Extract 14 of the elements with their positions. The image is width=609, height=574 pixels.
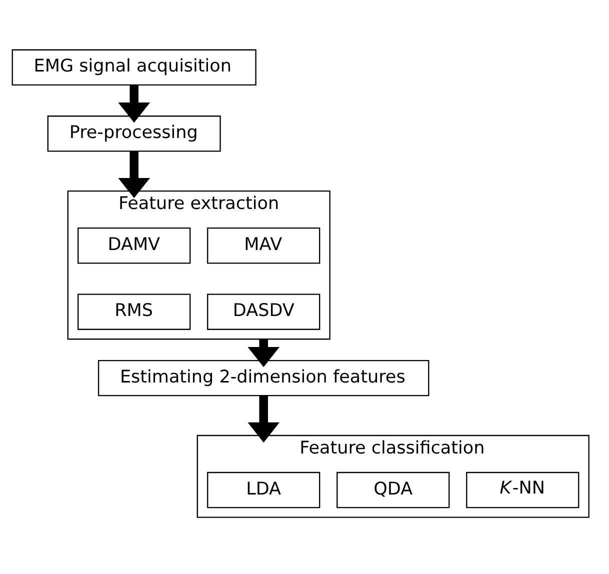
node-box: K-NN xyxy=(466,471,580,508)
node-box: MAV xyxy=(207,227,320,264)
node-box: DASDV xyxy=(207,293,320,330)
node-box: Estimating 2-dimension features xyxy=(98,359,430,396)
node-box: DAMV xyxy=(78,227,191,264)
node-box: QDA xyxy=(336,471,450,508)
node-box: LDA xyxy=(207,471,320,508)
node-box: Pre-processing xyxy=(47,115,221,152)
arrow xyxy=(248,395,280,442)
arrow xyxy=(118,84,150,122)
node-box: EMG signal acquisition xyxy=(12,48,256,86)
arrow xyxy=(248,338,280,367)
node-box: RMS xyxy=(78,293,191,330)
arrow xyxy=(118,150,150,198)
